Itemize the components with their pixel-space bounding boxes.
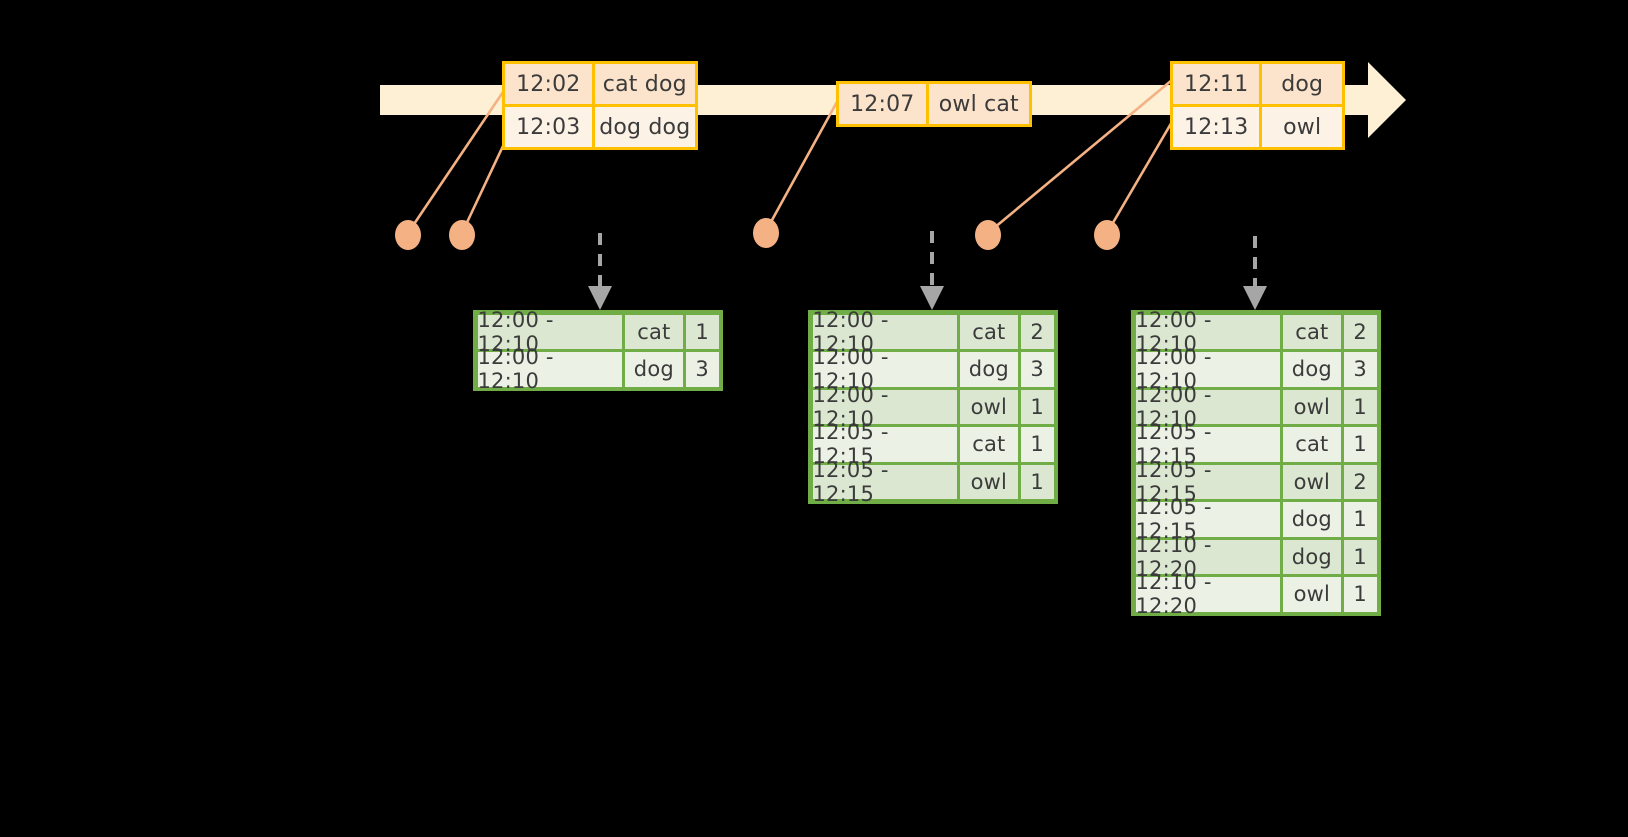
table-cell-count: 3: [1020, 352, 1054, 387]
table-cell-window: 12:05 - 12:15: [812, 420, 957, 468]
table-cell-window: 12:05 - 12:15: [1135, 495, 1280, 543]
table-cell-count: 1: [1343, 427, 1377, 462]
table-cell-window: 12:10 - 12:20: [1135, 533, 1280, 581]
table-cell-count: 1: [685, 314, 719, 349]
event-time: 12:13: [1173, 107, 1260, 147]
event-words: owl cat: [925, 84, 1029, 124]
event-row: 12:11 dog: [1173, 64, 1342, 104]
table-cell-word: cat: [959, 427, 1018, 462]
table-cell-window: 12:05 - 12:15: [1135, 458, 1280, 506]
table-cell-count: 3: [685, 352, 719, 387]
table-cell-count: 2: [1020, 314, 1054, 349]
event-words: cat dog: [591, 64, 695, 104]
table-cell-word: cat: [959, 314, 1018, 349]
event-words: owl: [1259, 107, 1342, 147]
event-time: 12:03: [505, 107, 592, 147]
table-cell-window: 12:00 - 12:10: [812, 308, 957, 356]
table-cell-word: owl: [959, 464, 1018, 499]
table-cell-count: 1: [1020, 427, 1054, 462]
table-cell-window: 12:00 - 12:10: [1135, 383, 1280, 431]
table-cell-word: owl: [1282, 389, 1341, 424]
event-words: dog: [1259, 64, 1342, 104]
event-group-1[interactable]: 12:02 cat dog 12:03 dog dog: [502, 61, 698, 150]
table-cell-word: dog: [624, 352, 683, 387]
table-cell-count: 2: [1343, 314, 1377, 349]
table-cell-window: 12:05 - 12:15: [1135, 420, 1280, 468]
event-row: 12:13 owl: [1173, 104, 1342, 147]
table-cell-window: 12:00 - 12:10: [477, 308, 622, 356]
event-dot-4: [975, 220, 1001, 250]
event-row: 12:03 dog dog: [505, 104, 695, 147]
table-cell-window: 12:00 - 12:10: [1135, 345, 1280, 393]
table-cell-count: 1: [1343, 539, 1377, 574]
table-cell-word: owl: [1282, 577, 1341, 612]
event-dot-2: [449, 220, 475, 250]
table-cell-word: dog: [1282, 502, 1341, 537]
table-cell-count: 1: [1020, 464, 1054, 499]
table-cell-count: 1: [1343, 502, 1377, 537]
table-cell-count: 3: [1343, 352, 1377, 387]
flow-arrows: [598, 231, 1257, 288]
event-time: 12:11: [1173, 64, 1260, 104]
table-cell-count: 1: [1343, 389, 1377, 424]
table-cell-word: dog: [1282, 352, 1341, 387]
event-row: 12:02 cat dog: [505, 64, 695, 104]
table-cell-window: 12:00 - 12:10: [477, 345, 622, 393]
table-cell-window: 12:05 - 12:15: [812, 458, 957, 506]
table-cell-word: dog: [959, 352, 1018, 387]
event-dot-3: [753, 218, 779, 248]
table-cell-word: dog: [1282, 539, 1341, 574]
event-row: 12:07 owl cat: [839, 84, 1029, 124]
event-dot-1: [395, 220, 421, 250]
table-cell-window: 12:00 - 12:10: [812, 383, 957, 431]
event-group-2[interactable]: 12:07 owl cat: [836, 81, 1032, 127]
table-cell-count: 1: [1343, 577, 1377, 612]
table-cell-word: cat: [1282, 314, 1341, 349]
event-group-3[interactable]: 12:11 dog 12:13 owl: [1170, 61, 1345, 150]
table-cell-count: 1: [1020, 389, 1054, 424]
event-time: 12:07: [839, 84, 926, 124]
table-cell-window: 12:00 - 12:10: [1135, 308, 1280, 356]
table-cell-word: cat: [624, 314, 683, 349]
table-cell-word: owl: [1282, 464, 1341, 499]
flow-arrowheads: [588, 286, 1267, 310]
table-cell-word: cat: [1282, 427, 1341, 462]
table-cell-window: 12:00 - 12:10: [812, 345, 957, 393]
table-cell-count: 2: [1343, 464, 1377, 499]
event-dot-5: [1094, 220, 1120, 250]
table-cell-word: owl: [959, 389, 1018, 424]
event-time: 12:02: [505, 64, 592, 104]
table-cell-window: 12:10 - 12:20: [1135, 570, 1280, 618]
event-words: dog dog: [591, 107, 695, 147]
